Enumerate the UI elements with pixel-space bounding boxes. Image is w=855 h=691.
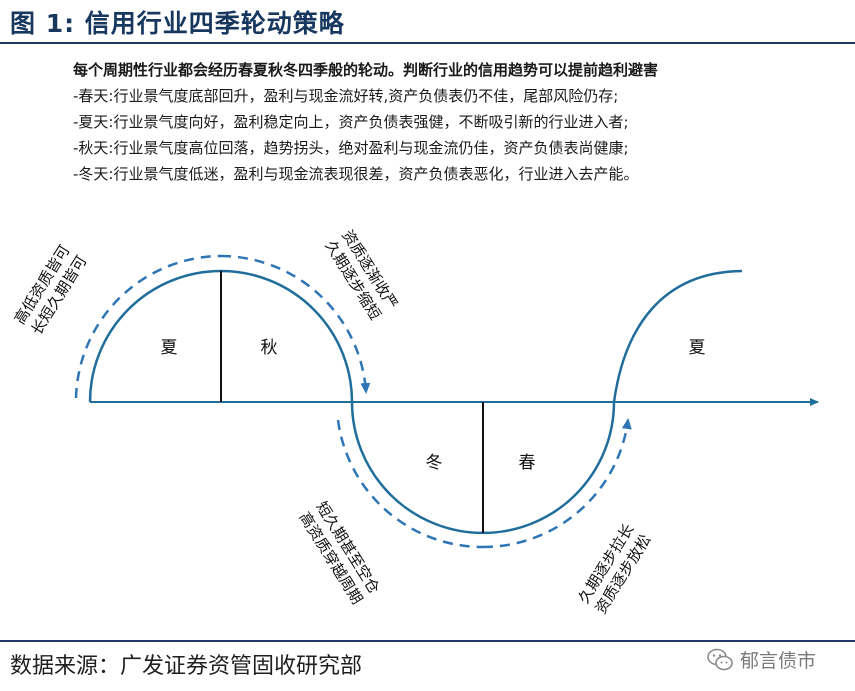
intro-summer: -夏天:行业景气度向好，盈利稳定向上，资产负债表强健，不断吸引新的行业进入者; [73,113,629,131]
footer-divider [0,640,855,642]
intro-text: 每个周期性行业都会经历春夏秋冬四季般的轮动。判断行业的信用趋势可以提前趋利避害 … [73,58,848,187]
autumn-dashed-arrow [220,254,371,394]
season-spring: 春 [519,453,536,473]
intro-spring: -春天:行业景气度底部回升，盈利与现金流好转,资产负债表仍不佳，尾部风险仍存; [73,87,619,105]
figure-title: 图 1: 信用行业四季轮动策略 [10,9,345,38]
watermark-text: 郁言债市 [740,650,817,672]
spring-dashed-arrow [482,418,632,549]
data-source: 数据来源：广发证券资管固收研究部 [10,654,363,679]
winter-dashed-arc [336,419,484,549]
intro-winter: -冬天:行业景气度低迷，盈利与现金流表现很差，资产负债表恶化，行业进入去产能。 [73,165,639,183]
season-winter: 冬 [426,453,443,473]
season-autumn: 秋 [261,338,278,358]
watermark: 郁言债市 [706,646,816,673]
intro-lead: 每个周期性行业都会经历春夏秋冬四季般的轮动。判断行业的信用趋势可以提前趋利避害 [73,61,659,79]
intro-autumn: -秋天:行业景气度高位回落，趋势拐头，绝对盈利与现金流仍佳，资产负债表尚健康; [73,139,629,157]
title-divider [0,42,855,44]
wechat-icon [707,648,733,670]
cycle-curve [88,269,743,535]
season-summer-next: 夏 [689,338,706,358]
summer-dashed-arc [74,254,222,399]
season-summer: 夏 [161,338,178,358]
